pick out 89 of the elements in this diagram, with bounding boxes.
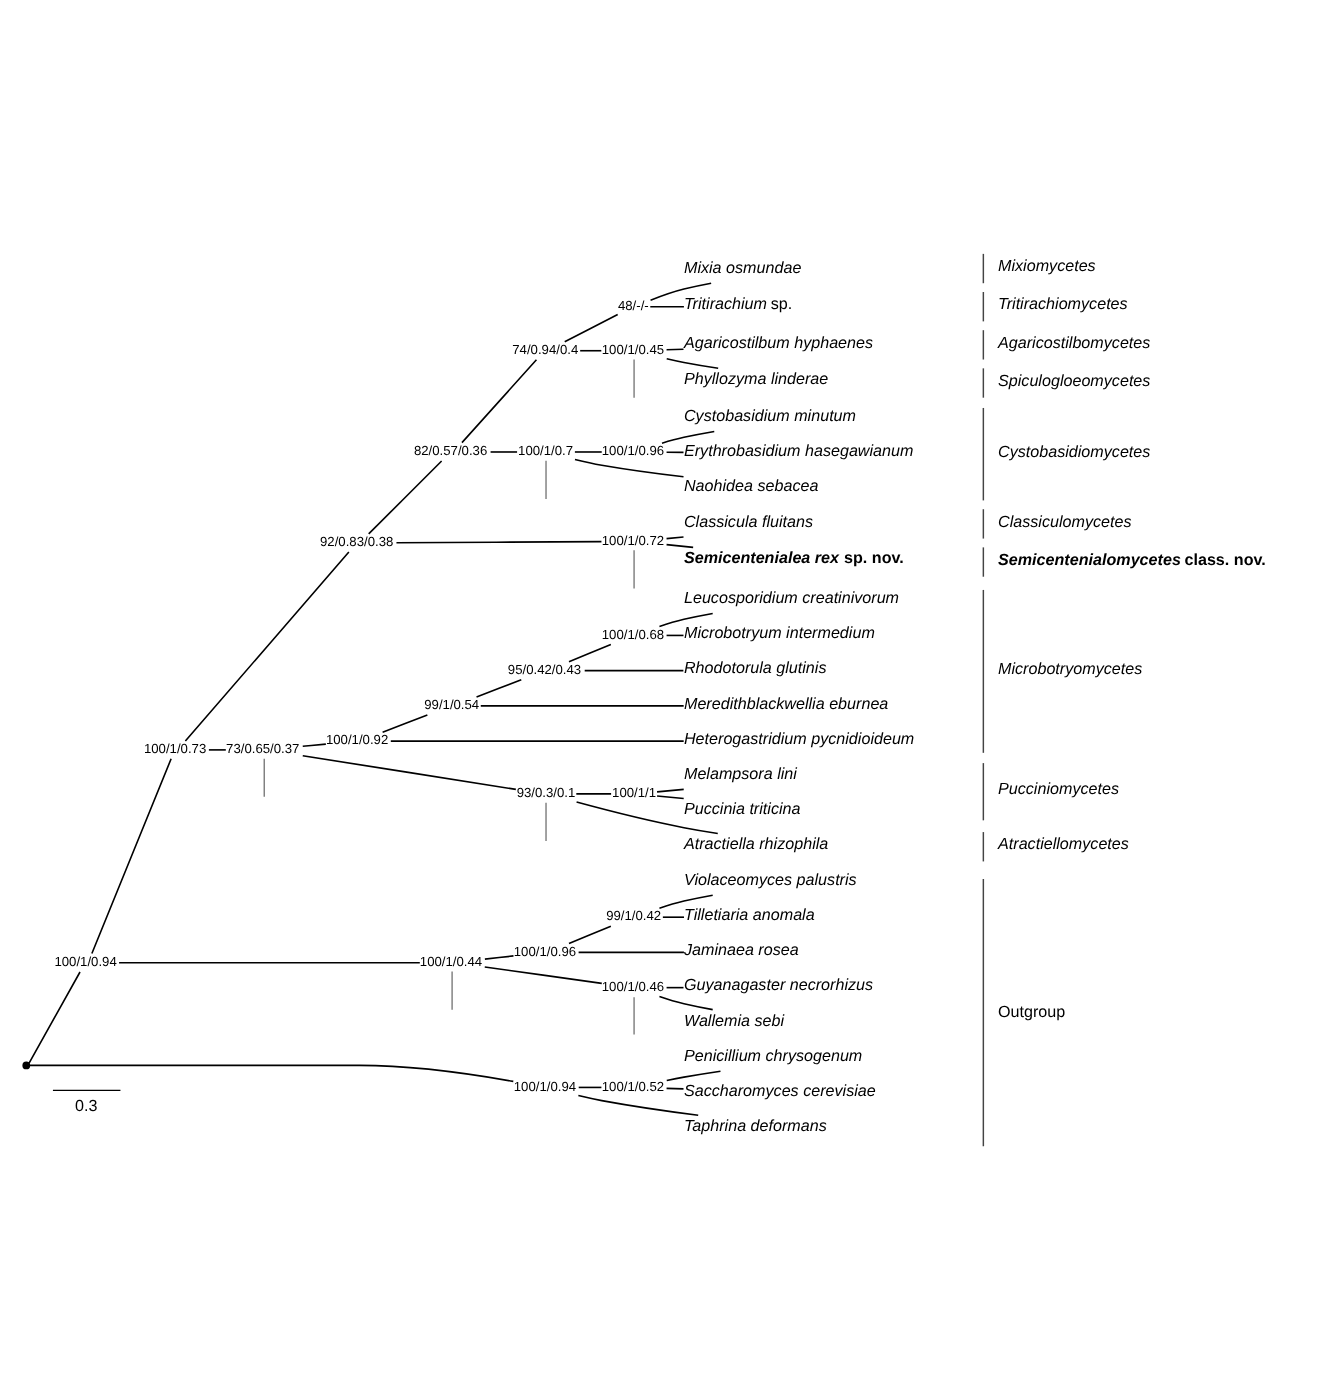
label: Cystobasidiomycetes — [998, 442, 1151, 461]
label: Mixiomycetes — [998, 257, 1096, 276]
connector — [118, 961, 421, 964]
node-text: Erythrobasidium hasegawianum — [683, 442, 914, 461]
connector — [658, 995, 714, 1011]
connector — [91, 757, 172, 955]
connector — [574, 451, 603, 453]
connector — [575, 793, 612, 795]
connector — [577, 951, 685, 954]
node-text: Naohidea sebacea — [683, 477, 819, 496]
connector — [574, 458, 685, 478]
node-point — [22, 1061, 31, 1070]
connector — [665, 451, 685, 454]
connector — [568, 643, 612, 663]
connector — [484, 955, 515, 960]
node-text: Semicentenialea rex sp. nov. — [683, 549, 904, 568]
connector — [665, 536, 685, 540]
connector — [665, 357, 719, 370]
label: Tritirachiomycetes — [998, 295, 1128, 314]
node-text: Tilletiaria anomala — [683, 905, 815, 924]
connector — [649, 282, 712, 302]
connector — [633, 549, 635, 590]
connector — [28, 971, 81, 1065]
node-text: Violaceomyces palustris — [683, 870, 857, 889]
connector — [575, 801, 719, 835]
connector — [184, 551, 350, 742]
connector — [579, 349, 603, 352]
connector — [301, 743, 327, 748]
node-text: Heterogastridium pycnidioideum — [683, 729, 915, 748]
label: Agaricostilbomycetes — [998, 333, 1151, 352]
connector — [665, 1070, 722, 1082]
node-text: Classicula fluitans — [683, 512, 814, 531]
connector — [662, 916, 685, 918]
connector — [633, 358, 635, 399]
node-text: Tritirachium sp. — [683, 295, 793, 314]
node-text: Meredithblackwellia eburnea — [683, 694, 889, 713]
connector — [29, 1064, 515, 1083]
label: 0.3 — [74, 1096, 98, 1115]
label: Microbotryomycetes — [998, 660, 1143, 679]
connector — [563, 313, 619, 343]
connector — [489, 451, 518, 453]
label: Spiculogloeomycetes — [998, 371, 1151, 390]
node-text: Mixia osmundae — [683, 258, 802, 277]
node-text: Leucosporidium creatinivorum — [683, 588, 900, 607]
connector — [656, 795, 685, 800]
connector — [381, 714, 429, 733]
label: Atractiellomycetes — [998, 835, 1129, 854]
node-text: Atractiella rhizophila — [683, 835, 829, 854]
label: Classiculomycetes — [998, 512, 1132, 531]
connector — [658, 894, 714, 910]
connector — [395, 540, 603, 544]
label: Semicentenialomycetes class. nov. — [998, 550, 1266, 569]
connector — [475, 678, 523, 698]
node-text: Melampsora lini — [683, 764, 797, 783]
label: Outgroup — [998, 1002, 1066, 1021]
connector — [577, 1094, 699, 1117]
node-text: Saccharomyces cerevisiae — [683, 1081, 876, 1100]
connector — [390, 740, 685, 742]
connector — [577, 1086, 603, 1089]
connector — [583, 669, 685, 672]
node-text: Puccinia triticina — [683, 800, 801, 819]
connector — [656, 788, 685, 793]
label: Pucciniomycetes — [998, 780, 1120, 799]
connector — [661, 430, 716, 444]
node-text: Rhodotorula glutinis — [683, 659, 827, 678]
connector — [545, 460, 547, 500]
connector — [461, 358, 538, 444]
connector — [451, 970, 453, 1011]
connector — [263, 757, 265, 798]
node-text: Microbotryum intermedium — [683, 624, 875, 643]
connector — [658, 612, 714, 628]
connector — [633, 996, 635, 1036]
connector — [208, 749, 227, 751]
connector — [665, 543, 694, 549]
connector — [479, 705, 685, 707]
connector — [545, 802, 547, 842]
connector — [568, 925, 612, 945]
connector — [483, 966, 603, 985]
node-text: Guyanagaster necrorhizus — [683, 976, 874, 995]
connector — [367, 460, 443, 535]
node-text: Penicillium chrysogenum — [683, 1046, 863, 1065]
connector — [301, 754, 517, 791]
node-text: Agaricostilbum hyphaenes — [683, 333, 874, 352]
node-text: Cystobasidium minutum — [683, 406, 857, 425]
node-text: Phyllozyma linderae — [683, 370, 829, 389]
node-text: Wallemia sebi — [683, 1011, 785, 1030]
connector — [649, 305, 685, 308]
node-text: Jaminaea rosea — [683, 941, 799, 960]
node-text: Taphrina deformans — [683, 1117, 827, 1136]
